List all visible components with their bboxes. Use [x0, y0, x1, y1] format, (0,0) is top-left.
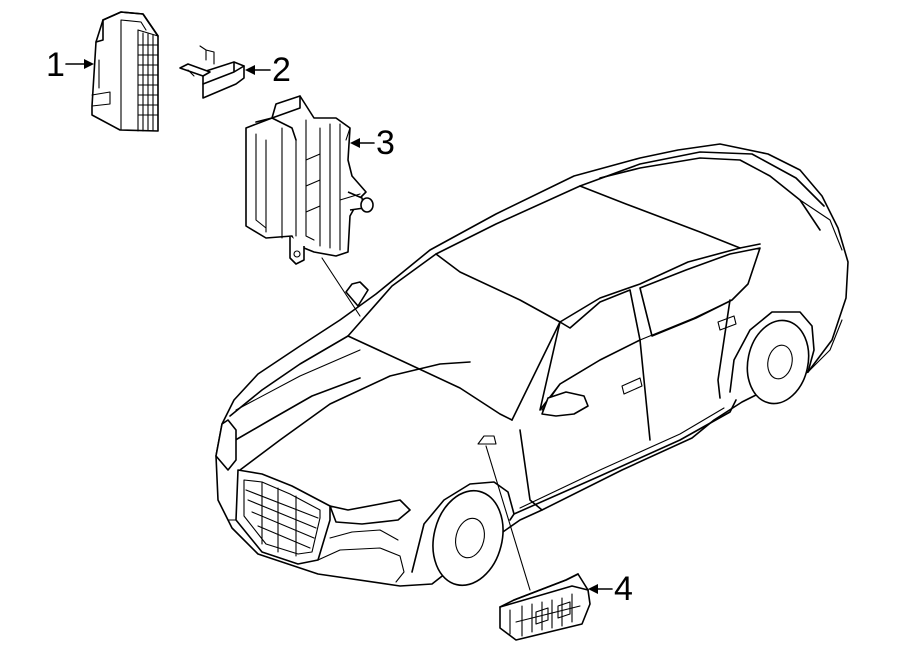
part-1-relay-box[interactable] [91, 11, 159, 132]
callout-3: 3 [350, 124, 395, 162]
leader-line-part-3 [321, 257, 361, 317]
callout-1: 1 [46, 46, 94, 84]
part-2-fuse[interactable] [179, 45, 245, 99]
callout-number-4: 4 [614, 570, 633, 608]
leader-line-part-4 [485, 445, 531, 591]
callout-4: 4 [588, 570, 633, 608]
part-4-interior-module[interactable] [499, 573, 591, 641]
leader-lines [321, 257, 531, 591]
callout-2: 2 [245, 51, 291, 89]
callout-number-1: 1 [46, 46, 65, 84]
callout-number-3: 3 [376, 124, 395, 162]
car-body [215, 143, 849, 587]
callout-number-2: 2 [272, 51, 291, 89]
part-3-control-module[interactable] [245, 95, 374, 265]
